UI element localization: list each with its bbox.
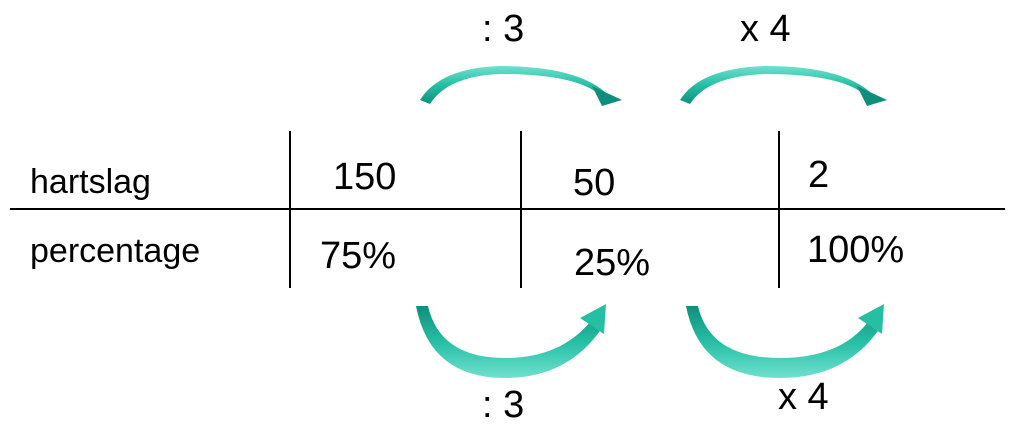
row-label-percentage: percentage — [30, 232, 201, 270]
top-arrow-divide-3 — [420, 66, 622, 106]
bottom-arrow-divide-3 — [416, 304, 606, 378]
top-operator-divide: : 3 — [482, 8, 525, 50]
hartslag-cell-3: 2 — [808, 154, 830, 196]
percentage-cell-1: 75% — [320, 235, 397, 277]
top-operator-multiply: x 4 — [740, 8, 791, 50]
hartslag-cell-1: 150 — [333, 156, 397, 198]
bottom-operator-multiply: x 4 — [778, 376, 829, 418]
bottom-operator-divide: : 3 — [482, 384, 525, 426]
hartslag-cell-2: 50 — [573, 162, 616, 204]
row-label-hartslag: hartslag — [30, 163, 151, 201]
top-arrow-multiply-4 — [680, 66, 887, 106]
percentage-cell-3: 100% — [807, 229, 905, 271]
bottom-arrow-multiply-4 — [686, 304, 884, 378]
percentage-cell-2: 25% — [574, 242, 651, 284]
